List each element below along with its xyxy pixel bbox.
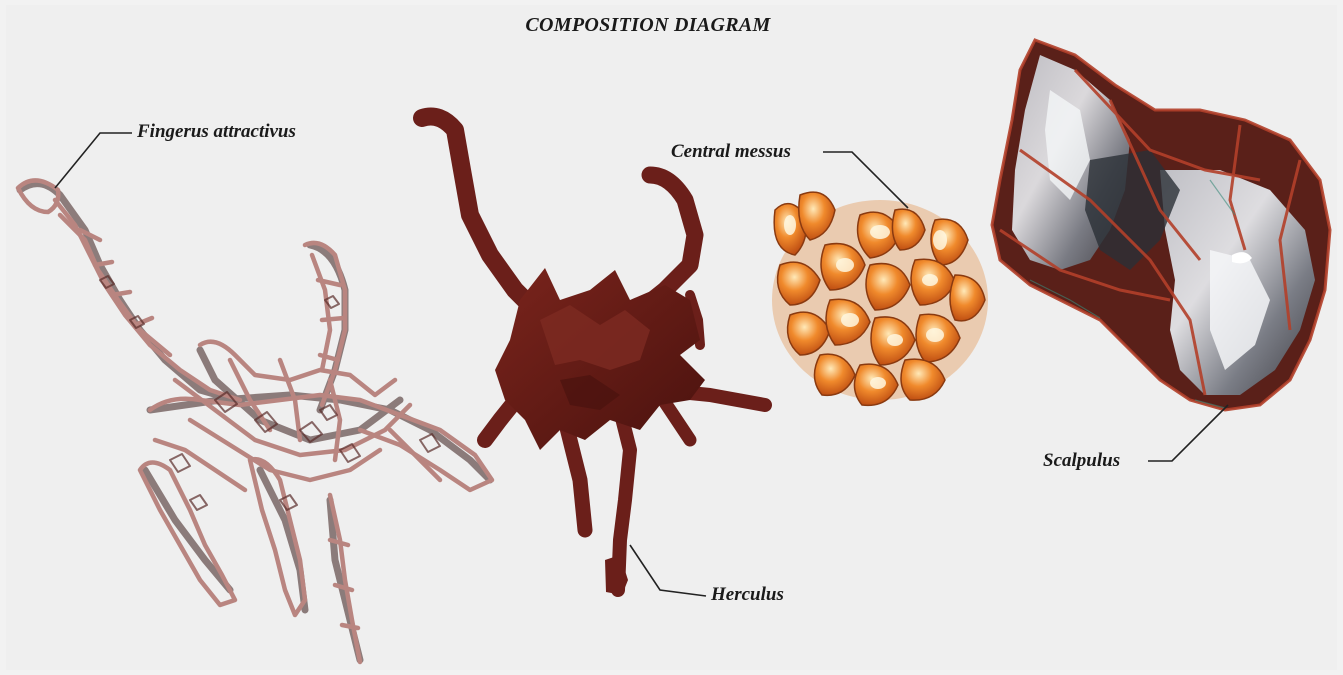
label-central-messus: Central messus	[671, 141, 791, 163]
herculus-sculpture	[422, 117, 765, 596]
scalpulus-leader-line	[1148, 405, 1228, 461]
label-scalpulus: Scalpulus	[1043, 450, 1120, 472]
diagram-title: COMPOSITION DIAGRAM	[0, 14, 1296, 37]
fingerus-attractivus-sculpture	[18, 180, 492, 662]
central-messus-leader-line	[823, 152, 908, 208]
fingerus-leader-line	[55, 133, 132, 188]
herculus-leader-line	[630, 545, 706, 596]
label-herculus: Herculus	[711, 584, 784, 606]
scalpulus-sculpture	[992, 40, 1330, 410]
central-messus-sculpture	[772, 192, 988, 405]
label-fingerus-attractivus: Fingerus attractivus	[137, 121, 296, 143]
